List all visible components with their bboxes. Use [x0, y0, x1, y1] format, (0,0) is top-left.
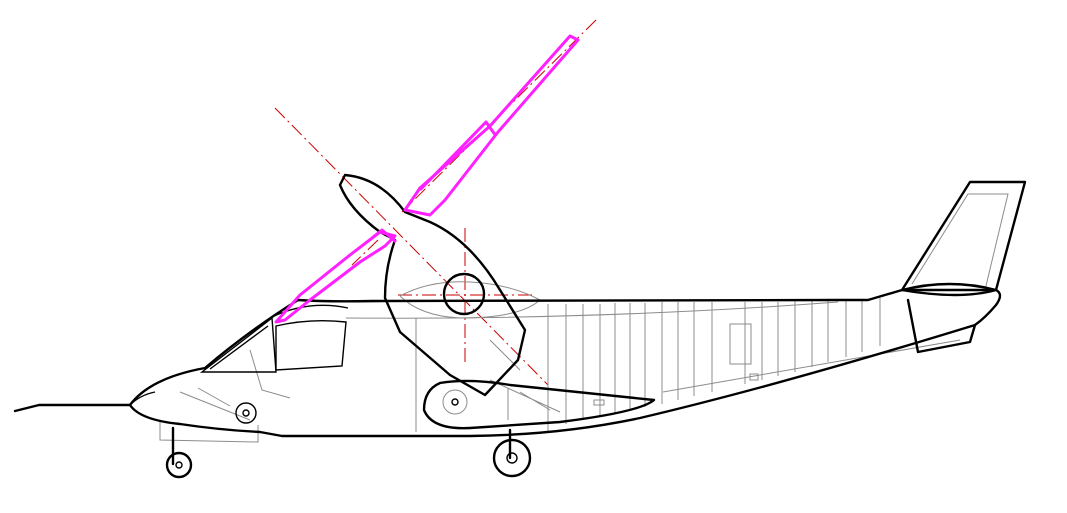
- pivot-diagonal-centerline: [274, 107, 549, 386]
- tail-fin-outline: [900, 180, 1027, 292]
- windshield-frame: [199, 316, 277, 373]
- lower-blade-root: [371, 228, 397, 244]
- fuselage-frame-lines: [415, 298, 881, 432]
- pitot-probe: [13, 403, 132, 413]
- service-hatch: [729, 323, 752, 365]
- tilt-pivot: [442, 272, 486, 316]
- main-gear-linkage: [489, 339, 561, 420]
- canopy-top-rail: [273, 304, 349, 317]
- landing-gear: [165, 426, 532, 479]
- sponson-fairing: [422, 379, 656, 430]
- nose-wheel: [165, 451, 193, 479]
- main-wheel: [492, 438, 532, 478]
- vent-panel: [593, 399, 605, 406]
- lower-blade-outline: [274, 230, 397, 324]
- horizontal-stabilizer: [900, 282, 998, 297]
- nose-gear-strut-detail: [159, 420, 259, 443]
- nose-wheel-hub: [175, 461, 183, 469]
- tail-cone-lower: [906, 298, 977, 354]
- upper-blade-spar: [418, 120, 498, 192]
- main-gear-mount: [442, 389, 468, 415]
- canopy-window: [275, 319, 347, 371]
- windshield-inner: [209, 325, 269, 370]
- fuselage-outline: [128, 288, 1002, 438]
- highlighted-rotor-blades: [274, 34, 580, 324]
- rotor-tilt-axis: [401, 19, 597, 213]
- rotor-centerlines: [274, 19, 597, 386]
- tail-fin-inner-line: [911, 193, 1009, 291]
- rotor-tilt-axis-lower: [351, 239, 379, 266]
- nose-cone-tip: [129, 391, 156, 406]
- main-gear-mount-hub: [451, 398, 459, 406]
- fuselage-upper-inner-line: [345, 301, 839, 319]
- small-hatch: [749, 373, 759, 381]
- engine-nacelle: [338, 173, 527, 397]
- nose-gear-actuator-wheel: [235, 402, 257, 424]
- airframe-outline: [13, 173, 1027, 438]
- main-wheel-hub: [506, 452, 518, 464]
- cockpit-seat-detail: [179, 349, 291, 421]
- nose-gear-actuator-hub: [242, 409, 250, 417]
